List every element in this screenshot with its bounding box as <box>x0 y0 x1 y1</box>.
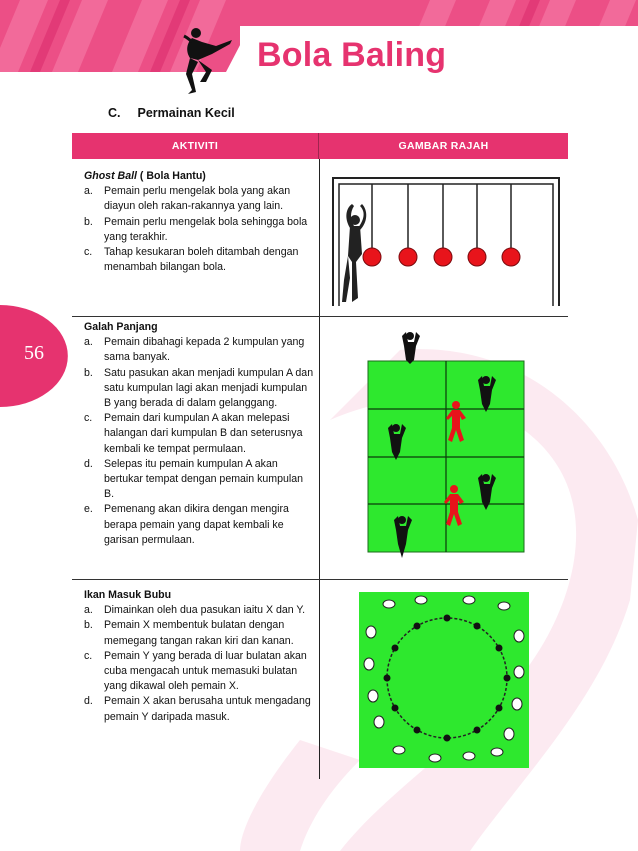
swinging-balls-diagram-icon <box>332 177 560 306</box>
player-x <box>503 674 511 682</box>
list-item: a.Pemain dibahagi kepada 2 kumpulan yang… <box>84 336 305 364</box>
list-item: d.Selepas itu pemain kumpulan A akan ber… <box>84 457 304 501</box>
table-row: Ikan Masuk Bubu a.Dimainkan oleh dua pas… <box>84 588 314 725</box>
player-y <box>503 727 515 741</box>
galah-panjang-court-icon <box>367 332 525 558</box>
player-figure <box>394 516 412 558</box>
section-title: Permainan Kecil <box>137 106 235 120</box>
player-y <box>513 629 525 643</box>
ball <box>467 247 487 267</box>
player-y <box>392 745 406 755</box>
player-x <box>473 622 481 630</box>
runner-figure <box>444 485 464 526</box>
row-divider <box>72 316 568 317</box>
player-y <box>511 697 523 711</box>
player-y <box>490 747 504 757</box>
list-item: e.Pemenang akan dikira dengan mengira be… <box>84 503 289 546</box>
ball <box>398 247 418 267</box>
player-x <box>413 622 421 630</box>
player-y <box>513 665 525 679</box>
player-y <box>462 595 476 605</box>
list-item: b.Satu pasukan akan menjadi kumpulan A d… <box>84 366 314 410</box>
dodging-player <box>342 204 367 302</box>
player-figure <box>402 332 420 364</box>
ball <box>501 247 521 267</box>
player-y <box>373 715 385 729</box>
header-banner <box>0 0 638 72</box>
activity-title: Galah Panjang <box>84 321 158 333</box>
player-y <box>462 751 476 761</box>
table-row: Galah Panjang a.Pemain dibahagi kepada 2… <box>84 320 314 548</box>
player-x <box>443 734 451 742</box>
page-title: Bola Baling <box>257 36 447 74</box>
player-y <box>428 753 442 763</box>
list-item: c.Pemain Y yang berada di luar bulatan a… <box>84 649 307 693</box>
column-divider <box>319 159 320 779</box>
list-item: b.Pemain X membentuk bulatan dengan meme… <box>84 619 294 647</box>
player-x <box>413 726 421 734</box>
player-y <box>497 601 511 611</box>
circle-game-field-icon <box>359 592 529 768</box>
handball-player-icon <box>183 28 232 94</box>
player-x <box>495 704 503 712</box>
table-header: AKTIVITI GAMBAR RAJAH <box>72 133 568 159</box>
player-y <box>382 599 396 609</box>
player-y <box>365 625 377 639</box>
player-y <box>367 689 379 703</box>
column-header-aktiviti: AKTIVITI <box>171 140 219 152</box>
column-header-gambar-rajah: GAMBAR RAJAH <box>318 133 568 159</box>
activity-title: Ikan Masuk Bubu <box>84 589 172 601</box>
ball <box>362 247 382 267</box>
player-y <box>363 657 375 671</box>
ball <box>433 247 453 267</box>
page-number-tab <box>0 305 68 407</box>
list-item: c.Pemain dari kumpulan A akan melepasi h… <box>84 412 303 455</box>
player-x <box>391 644 399 652</box>
player-x <box>495 644 503 652</box>
runner-figure <box>446 401 466 442</box>
player-y <box>414 595 428 605</box>
player-x <box>443 614 451 622</box>
activity-title: Ghost Ball ( Bola Hantu) <box>84 170 206 182</box>
list-item: a.Pemain perlu mengelak bola yang akan d… <box>84 185 291 213</box>
section-letter: C. <box>108 106 121 120</box>
player-x <box>473 726 481 734</box>
player-figure <box>478 376 496 412</box>
page-number: 56 <box>24 342 44 364</box>
player-figure <box>388 424 406 460</box>
list-item: a.Dimainkan oleh dua pasukan iaitu X dan… <box>84 604 306 617</box>
row-divider <box>72 579 568 580</box>
list-item: b.Pemain perlu mengelak bola sehingga bo… <box>84 215 308 243</box>
player-x <box>391 704 399 712</box>
table-row: Ghost Ball ( Bola Hantu) a.Pemain perlu … <box>84 169 314 275</box>
list-item: c.Tahap kesukaran boleh ditambah dengan … <box>84 246 299 274</box>
section-heading: C. Permainan Kecil <box>108 106 235 120</box>
list-item: d.Pemain X akan berusaha untuk mengadang… <box>84 695 311 723</box>
player-figure <box>478 474 496 510</box>
player-x <box>383 674 391 682</box>
